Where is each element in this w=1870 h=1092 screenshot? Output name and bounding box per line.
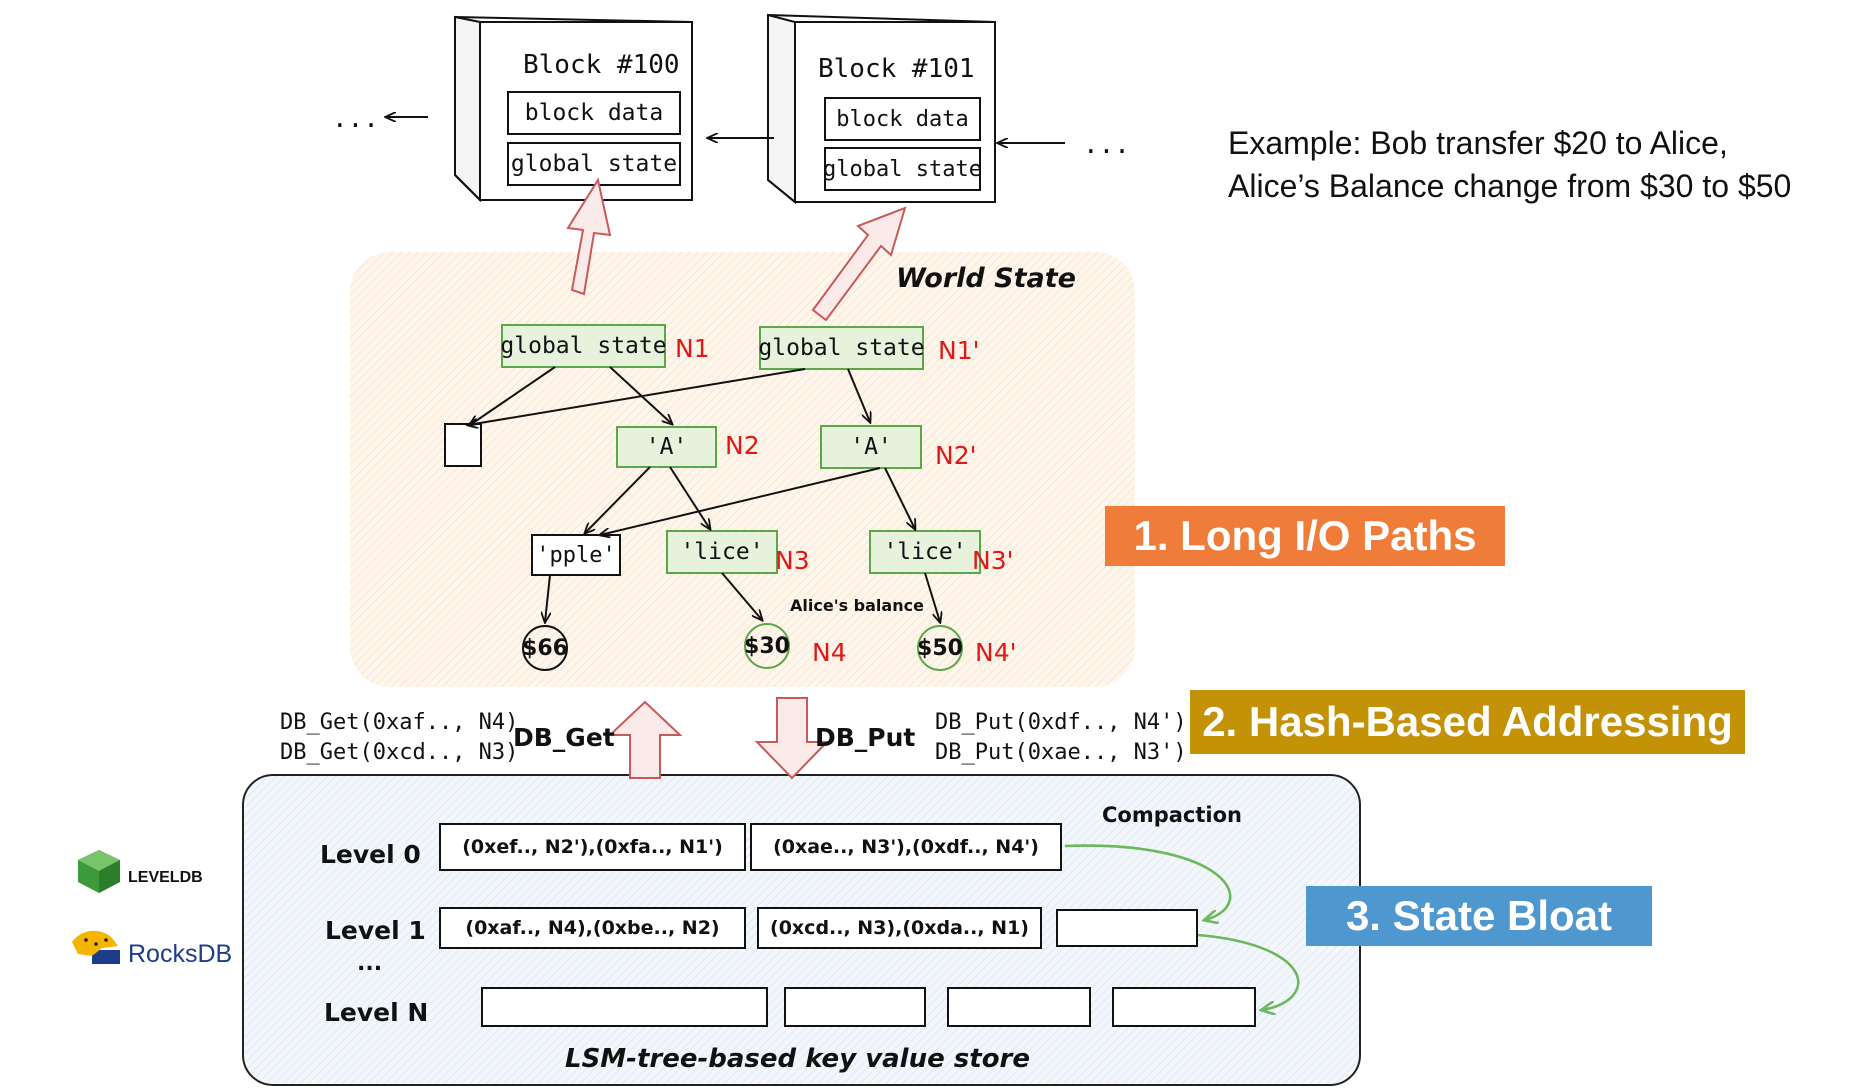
node-a-n2: 'A' [645,434,688,460]
leaf-circles [522,623,963,671]
chain-ellipsis-right: ... [1083,130,1130,160]
node-tag-n2-prime: N2' [935,441,977,470]
db-get-up-arrow [607,700,683,779]
tree-node-black-boxes [444,423,621,576]
alice-balance-note: Alice's balance [790,596,924,615]
node-tag-n3: N3 [775,546,810,575]
l0-sst-1: (0xef.., N2'),(0xfa.., N1') [462,836,723,858]
example-line-1: Example: Bob transfer $20 to Alice, [1228,125,1728,161]
node-tag-n3-prime: N3' [972,546,1014,575]
state-to-block101-arrow [811,206,907,322]
leaf-value-66: $66 [522,635,568,661]
leveldb-logo-text: LEVELDB [128,869,203,886]
block-101-state-label: global state [823,156,982,182]
leaf-value-50: $50 [917,635,963,661]
block-100-box [454,15,693,203]
db-get-label: DB_Get [513,723,615,752]
issue-badge-long-io: 1. Long I/O Paths [1105,506,1505,566]
level-ellipsis-label: ... [357,951,383,976]
l1-sst-2: (0xcd.., N3),(0xda.., N1) [770,917,1029,939]
node-lice-n3: 'lice' [680,539,764,565]
node-tag-n2: N2 [725,431,760,460]
node-lice-n3-prime: 'lice' [883,539,967,565]
l0-sst-2: (0xae.., N3'),(0xdf.., N4') [773,836,1039,858]
leaf-tag-n4-prime: N4' [975,638,1017,667]
issue-badge-state-bloat: 3. State Bloat [1306,886,1652,946]
block-101-title: Block #101 [818,54,975,84]
level-0-label: Level 0 [320,840,421,869]
leveldb-logo-icon [78,850,120,893]
node-tag-n1: N1 [675,334,710,363]
db-put-call-1: DB_Put(0xdf.., N4') [935,710,1187,735]
block-100-state-label: global state [510,151,678,177]
node-pple: 'pple' [536,542,616,568]
block-101-data-label: block data [836,106,969,132]
block-101-box [767,13,996,205]
issue-badge-hash-addressing: 2. Hash-Based Addressing [1190,690,1745,754]
state-to-block100-arrow [566,177,612,296]
node-a-n2-prime: 'A' [850,434,892,460]
level-1-label: Level 1 [325,916,426,945]
tree-node-boxes [501,324,981,574]
level-n-label: Level N [324,998,429,1027]
world-state-title: World State [896,263,1076,294]
tree-edges [468,366,940,622]
db-put-call-2: DB_Put(0xae.., N3') [935,740,1187,765]
block-100-title: Block #100 [523,50,680,80]
leaf-value-30: $30 [744,633,790,659]
node-global-state-n1-prime: global state [758,335,925,361]
example-line-2: Alice’s Balance change from $30 to $50 [1228,168,1792,204]
compaction-arrow-l1-to-ln [1197,933,1300,1010]
rocksdb-logo-icon [72,930,120,964]
lsm-title: LSM-tree-based key value store [565,1044,1031,1074]
db-get-call-1: DB_Get(0xaf.., N4) [280,710,519,735]
l1-sst-1: (0xaf.., N4),(0xbe.., N2) [465,917,720,939]
node-global-state-n1: global state [500,333,667,359]
chain-ellipsis-left: ... [332,104,379,134]
compaction-label: Compaction [1102,803,1242,827]
node-tag-n1-prime: N1' [938,336,980,365]
db-put-label: DB_Put [815,723,916,752]
block-100-data-label: block data [524,100,664,126]
rocksdb-logo-text: RocksDB [128,940,233,968]
compaction-arrow-l0-to-l1 [1064,844,1232,920]
db-get-call-2: DB_Get(0xcd.., N3) [280,740,519,765]
world-state-background [350,252,1135,687]
lsm-sst-boxes [439,823,1256,1027]
db-put-down-arrow [754,697,830,780]
leaf-tag-n4: N4 [812,638,847,667]
